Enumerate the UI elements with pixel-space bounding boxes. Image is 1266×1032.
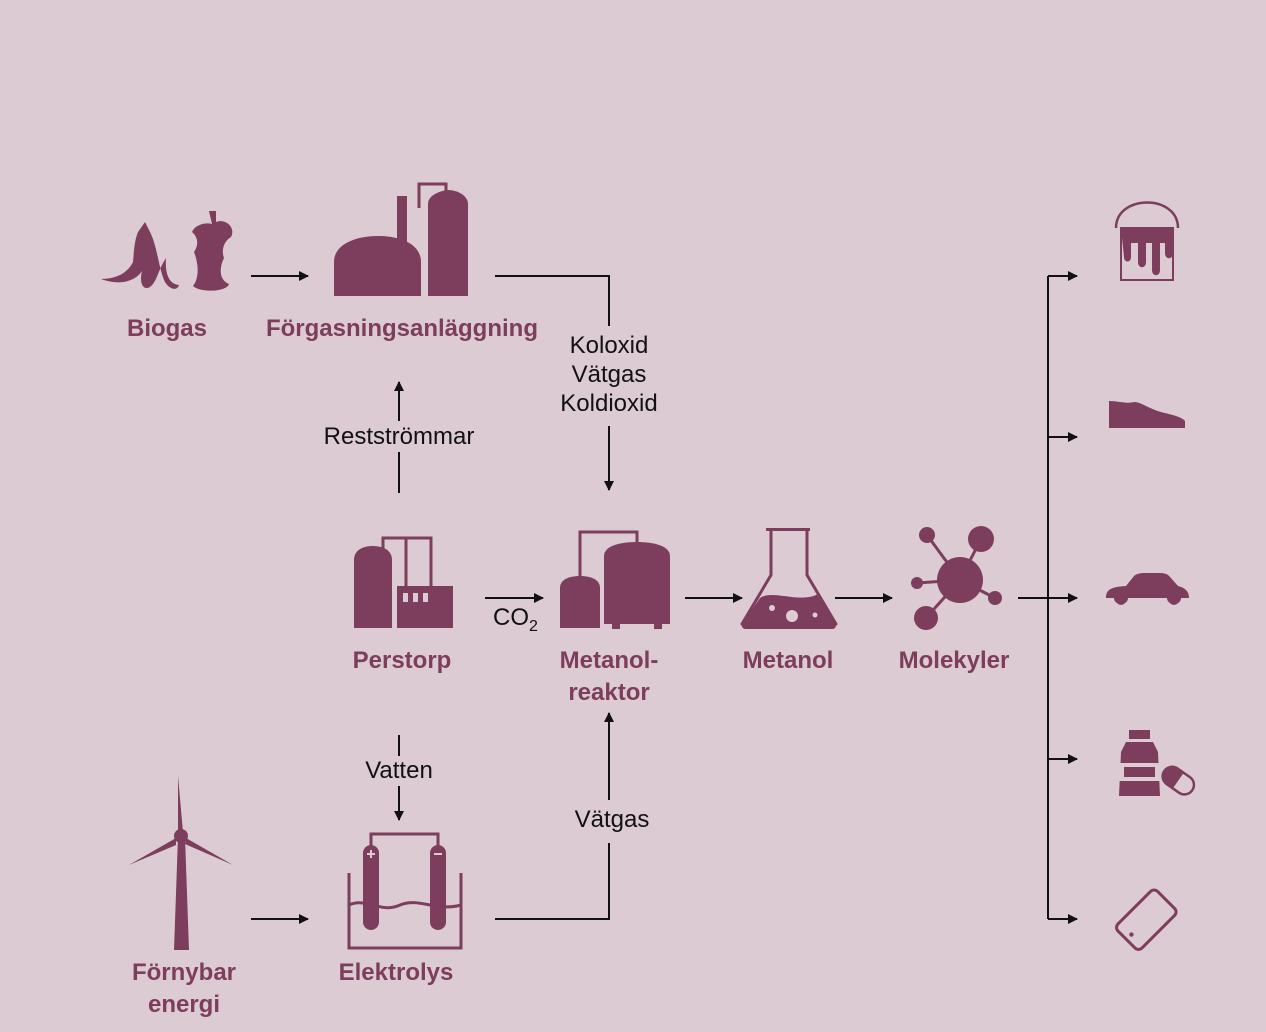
- paint-bucket-icon: [1114, 201, 1180, 281]
- medicine-icon: [1119, 730, 1196, 796]
- syngas-label-hydrogen: Vätgas: [571, 361, 647, 388]
- line-electrolysis-to-hydrogen: [495, 843, 610, 920]
- factory-icon: [354, 536, 453, 628]
- apple-core-icon: [192, 211, 233, 291]
- syngas-label-carbon-dioxide: Koldioxid: [560, 390, 658, 417]
- wind-turbine-icon: [129, 776, 233, 950]
- syngas-label-carbon-monoxide: Koloxid: [569, 332, 649, 359]
- smartphone-icon: [1115, 888, 1178, 951]
- water-label: Vatten: [365, 757, 433, 784]
- residual-streams-label: Restströmmar: [323, 423, 475, 450]
- perstorp-label: Perstorp: [352, 647, 452, 674]
- molecule-icon: [911, 526, 1002, 630]
- renewable-label-line2: energi: [147, 991, 221, 1018]
- co2-label-subscript: 2: [529, 617, 538, 635]
- gasification-plant-icon: [334, 182, 468, 296]
- car-icon: [1106, 573, 1189, 605]
- co2-label: CO2: [493, 603, 538, 641]
- line-gasification-to-syngas: [495, 275, 610, 326]
- shoe-icon: [1109, 401, 1185, 428]
- gasification-label: Förgasningsanläggning: [265, 315, 538, 342]
- biogas-label: Biogas: [126, 315, 207, 342]
- connectors: [251, 271, 1078, 924]
- renewable-label-line1: Förnybar: [131, 959, 236, 986]
- reactor-label-line1: Metanol-: [559, 647, 659, 674]
- electrolysis-cell-icon: [347, 832, 463, 950]
- co2-label-main: CO: [493, 604, 529, 631]
- methanol-reactor-icon: [560, 530, 670, 629]
- electrolysis-label: Elektrolys: [338, 959, 454, 986]
- hydrogen-label: Vätgas: [574, 806, 650, 833]
- banana-peel-icon: [101, 222, 179, 289]
- reactor-label-line2: reaktor: [568, 679, 650, 706]
- flask-icon: [740, 528, 838, 629]
- molecules-label: Molekyler: [898, 647, 1010, 674]
- methanol-label: Metanol: [742, 647, 834, 674]
